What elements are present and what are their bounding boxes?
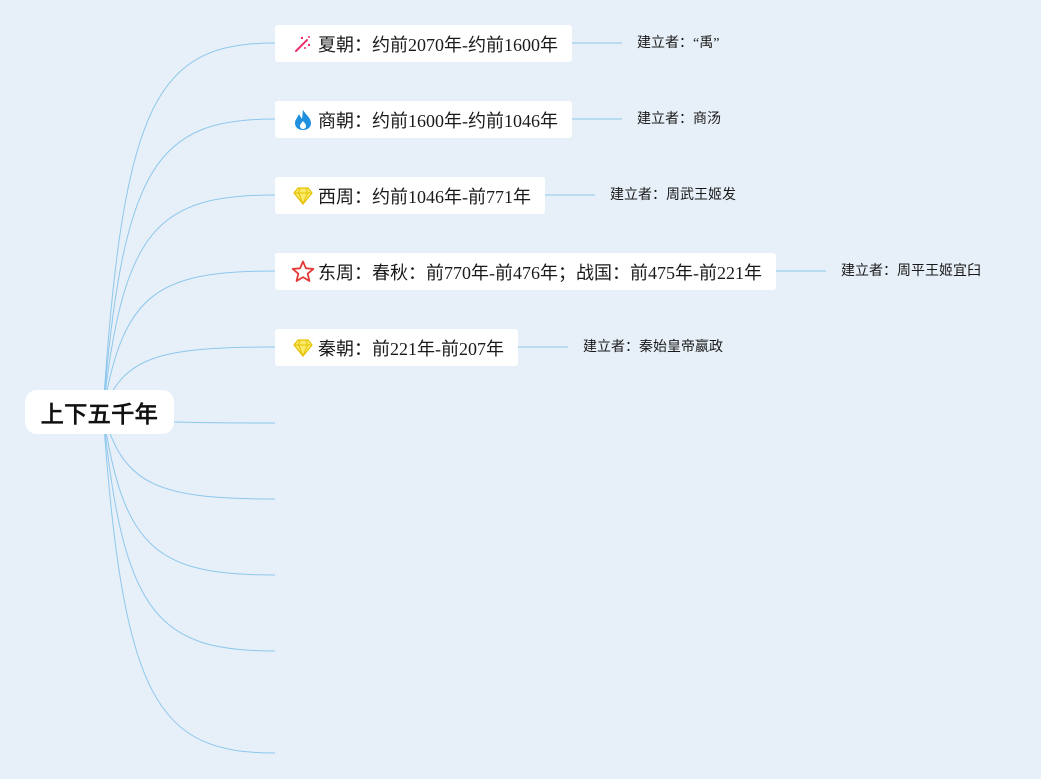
topic-eastern-zhou[interactable]: 东周：春秋：前770年-前476年；战国：前475年-前221年 [275, 253, 776, 290]
branch-line-2 [102, 118, 276, 413]
topic-label: 商朝：约前1600年-约前1046年 [318, 110, 558, 131]
topic-qin[interactable]: 秦朝：前221年-前207年 [275, 329, 518, 366]
diamond-icon [291, 184, 315, 208]
founder-shang[interactable]: 建立者：商汤 [637, 112, 721, 127]
founder-lines [518, 42, 826, 348]
branch-line-10 [102, 411, 276, 754]
topic-label: 夏朝：约前2070年-约前1600年 [318, 34, 558, 55]
branch-line-1 [102, 42, 276, 413]
root-topic[interactable]: 上下五千年 [25, 390, 174, 434]
diamond-icon [291, 336, 315, 360]
founder-qin[interactable]: 建立者：秦始皇帝嬴政 [583, 340, 723, 355]
founder-xia[interactable]: 建立者：“禹” [637, 36, 720, 51]
fire-icon [291, 108, 315, 132]
branch-line-7 [102, 411, 276, 500]
topic-label: 秦朝：前221年-前207年 [318, 338, 504, 359]
root-topic-label: 上下五千年 [40, 402, 159, 428]
branch-line-4 [102, 270, 276, 413]
founder-western-zhou[interactable]: 建立者：周武王姬发 [610, 188, 736, 203]
topic-xia[interactable]: 夏朝：约前2070年-约前1600年 [275, 25, 572, 62]
topic-western-zhou[interactable]: 西周：约前1046年-前771年 [275, 177, 545, 214]
founder-eastern-zhou[interactable]: 建立者：周平王姬宜臼 [841, 264, 981, 279]
star-icon [291, 260, 315, 284]
branch-line-8 [102, 411, 276, 576]
topic-label: 西周：约前1046年-前771年 [318, 186, 531, 207]
topic-shang[interactable]: 商朝：约前1600年-约前1046年 [275, 101, 572, 138]
branch-line-3 [102, 194, 276, 413]
topic-label: 东周：春秋：前770年-前476年；战国：前475年-前221年 [318, 262, 762, 283]
magic-wand-icon [291, 32, 315, 56]
branch-line-9 [102, 411, 276, 652]
